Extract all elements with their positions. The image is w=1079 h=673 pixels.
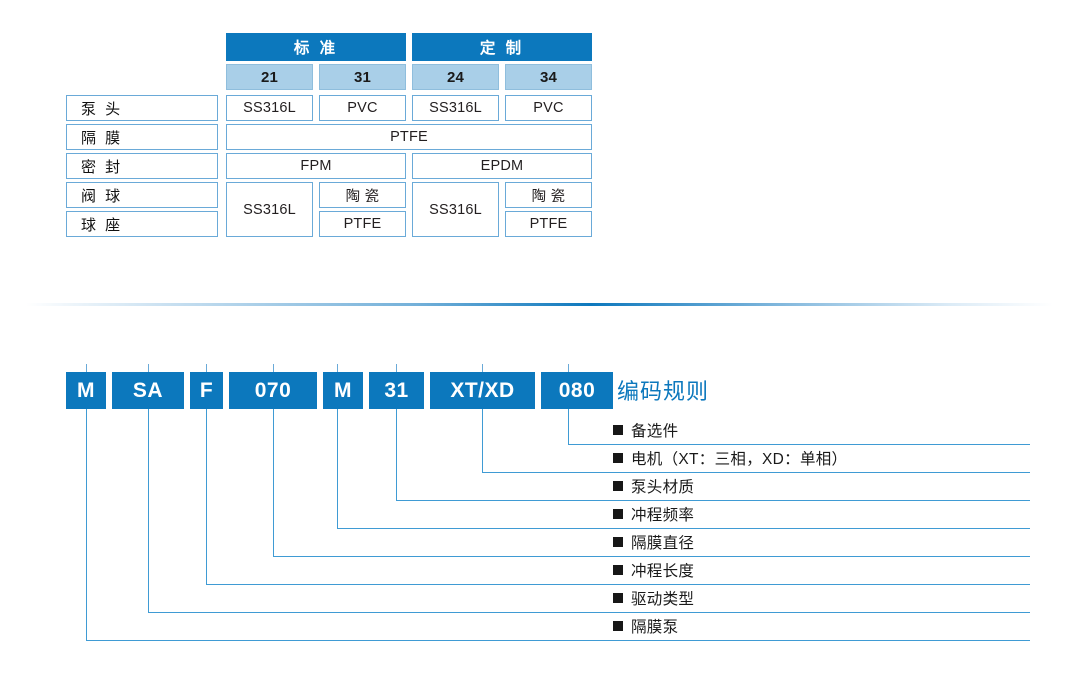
- connector-horizontal-diaphragm-pump: [86, 640, 1030, 641]
- table-code-header-24: 24: [412, 64, 499, 90]
- bullet-square-icon: [613, 593, 623, 603]
- segment-tick-5: [396, 364, 397, 372]
- code-segment-stroke-length[interactable]: F: [190, 372, 223, 409]
- bullet-square-icon: [613, 509, 623, 519]
- legend-label: 冲程长度: [631, 563, 695, 580]
- segment-tick-1: [148, 364, 149, 372]
- connector-vertical-motor: [482, 409, 483, 472]
- table-cell-ball-seat-custom-ptfe: PTFE: [505, 211, 592, 237]
- segment-tick-3: [273, 364, 274, 372]
- legend-item-drive-type: 驱动类型: [613, 584, 694, 612]
- connector-horizontal-motor: [482, 472, 1030, 473]
- segment-tick-4: [337, 364, 338, 372]
- connector-vertical-diaphragm-diameter: [273, 409, 274, 556]
- connector-horizontal-pump-head-material: [396, 500, 1030, 501]
- connector-horizontal-optional-parts: [568, 444, 1030, 445]
- table-code-header-31: 31: [319, 64, 406, 90]
- bullet-square-icon: [613, 481, 623, 491]
- table-group-header-custom: 定 制: [412, 33, 592, 61]
- table-cell-valve-ball-seat-custom-ss316l: SS316L: [412, 182, 499, 237]
- legend-item-stroke-frequency: 冲程频率: [613, 500, 694, 528]
- table-code-header-21: 21: [226, 64, 313, 90]
- legend-label: 电机（XT：三相，XD：单相）: [631, 451, 848, 468]
- connector-vertical-drive-type: [148, 409, 149, 612]
- segment-tick-0: [86, 364, 87, 372]
- legend-item-stroke-length: 冲程长度: [613, 556, 694, 584]
- table-cell-pump-head-31: PVC: [319, 95, 406, 121]
- code-segment-motor[interactable]: XT/XD: [430, 372, 535, 409]
- code-segment-stroke-frequency[interactable]: M: [323, 372, 363, 409]
- legend-item-optional-parts: 备选件: [613, 416, 678, 444]
- table-code-header-34: 34: [505, 64, 592, 90]
- table-row-label-pump-head: 泵 头: [66, 95, 218, 121]
- legend-label: 备选件: [631, 423, 679, 440]
- legend-label: 隔膜直径: [631, 535, 695, 552]
- page-title: 编码规则: [617, 379, 710, 404]
- legend-label: 隔膜泵: [631, 619, 679, 636]
- connector-vertical-stroke-frequency: [337, 409, 338, 528]
- legend-item-motor: 电机（XT：三相，XD：单相）: [613, 444, 847, 472]
- table-cell-pump-head-24: SS316L: [412, 95, 499, 121]
- table-cell-valve-ball-seat-standard-ss316l: SS316L: [226, 182, 313, 237]
- legend-label: 驱动类型: [631, 591, 695, 608]
- connector-vertical-pump-head-material: [396, 409, 397, 500]
- code-segment-pump-head-material[interactable]: 31: [369, 372, 424, 409]
- connector-horizontal-stroke-length: [206, 584, 1030, 585]
- connector-horizontal-diaphragm-diameter: [273, 556, 1030, 557]
- table-cell-seal-standard: FPM: [226, 153, 406, 179]
- section-divider: [26, 303, 1053, 306]
- bullet-square-icon: [613, 537, 623, 547]
- segment-tick-6: [482, 364, 483, 372]
- bullet-square-icon: [613, 425, 623, 435]
- table-row-label-seal: 密 封: [66, 153, 218, 179]
- table-group-header-standard: 标 准: [226, 33, 406, 61]
- code-segment-drive-type[interactable]: SA: [112, 372, 184, 409]
- segment-tick-7: [568, 364, 569, 372]
- bullet-square-icon: [613, 565, 623, 575]
- table-row-label-diaphragm: 隔 膜: [66, 124, 218, 150]
- connector-vertical-diaphragm-pump: [86, 409, 87, 640]
- table-cell-valve-ball-standard-ceramic: 陶 瓷: [319, 182, 406, 208]
- bullet-square-icon: [613, 621, 623, 631]
- connector-horizontal-stroke-frequency: [337, 528, 1030, 529]
- legend-label: 泵头材质: [631, 479, 695, 496]
- table-cell-ball-seat-standard-ptfe: PTFE: [319, 211, 406, 237]
- title-accent-bar: [600, 375, 607, 401]
- connector-vertical-stroke-length: [206, 409, 207, 584]
- table-cell-diaphragm-all: PTFE: [226, 124, 592, 150]
- connector-horizontal-drive-type: [148, 612, 1030, 613]
- legend-label: 冲程频率: [631, 507, 695, 524]
- table-cell-pump-head-21: SS316L: [226, 95, 313, 121]
- code-segment-diaphragm-pump[interactable]: M: [66, 372, 106, 409]
- materials-table: 标 准 定 制 21 31 24 34 泵 头 隔 膜 密 封 阀 球 球 座 …: [66, 33, 592, 238]
- table-row-label-valve-ball: 阀 球: [66, 182, 218, 208]
- legend-item-pump-head-material: 泵头材质: [613, 472, 694, 500]
- legend-item-diaphragm-pump: 隔膜泵: [613, 612, 678, 640]
- code-segment-diaphragm-diameter[interactable]: 070: [229, 372, 317, 409]
- segment-tick-2: [206, 364, 207, 372]
- table-cell-valve-ball-custom-ceramic: 陶 瓷: [505, 182, 592, 208]
- bullet-square-icon: [613, 453, 623, 463]
- connector-vertical-optional-parts: [568, 409, 569, 444]
- table-cell-seal-custom: EPDM: [412, 153, 592, 179]
- legend-item-diaphragm-diameter: 隔膜直径: [613, 528, 694, 556]
- table-row-label-ball-seat: 球 座: [66, 211, 218, 237]
- table-cell-pump-head-34: PVC: [505, 95, 592, 121]
